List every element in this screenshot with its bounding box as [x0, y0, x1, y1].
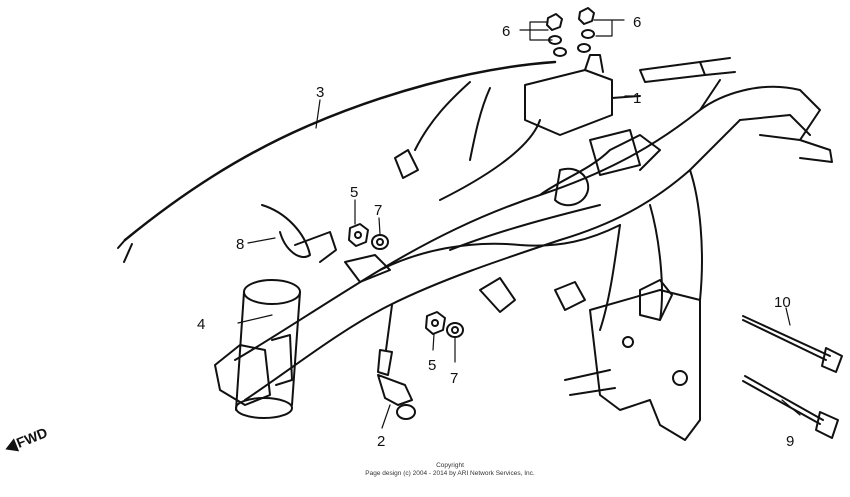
callout-9: 9 — [786, 433, 794, 450]
wire-clip — [261, 204, 337, 263]
callout-2: 2 — [377, 433, 385, 450]
copyright-notice: Copyright Page design (c) 2004 - 2014 by… — [300, 462, 600, 478]
ignition-coil — [439, 54, 641, 201]
spark-plug-lead — [377, 304, 416, 420]
leader-lines — [237, 19, 801, 429]
callout-1: 1 — [633, 90, 641, 107]
wire-harness — [117, 60, 557, 263]
callout-5-lower: 5 — [428, 357, 436, 374]
copyright-line-2: Page design (c) 2004 - 2014 by ARI Netwo… — [365, 470, 535, 477]
callout-6-left: 6 — [502, 23, 510, 40]
frame-tabs — [344, 129, 641, 313]
callout-8: 8 — [236, 236, 244, 253]
callout-4: 4 — [197, 316, 205, 333]
washer-upper — [371, 234, 389, 250]
washer-lower — [446, 322, 464, 338]
callout-6-right: 6 — [633, 14, 641, 31]
head-pipe — [214, 279, 301, 419]
nut-lower — [425, 311, 446, 335]
bolt-long — [742, 315, 843, 373]
bolt-short — [742, 375, 839, 439]
frame-body — [234, 57, 833, 401]
callout-3: 3 — [316, 84, 324, 101]
copyright-line-1: Copyright — [436, 462, 464, 469]
rear-bracket — [564, 279, 701, 441]
callout-7-upper: 7 — [374, 202, 382, 219]
callout-5-upper: 5 — [350, 184, 358, 201]
callout-10: 10 — [774, 294, 791, 311]
nut-upper — [348, 223, 369, 247]
terminal-nuts — [546, 7, 595, 57]
callout-7-lower: 7 — [450, 370, 458, 387]
